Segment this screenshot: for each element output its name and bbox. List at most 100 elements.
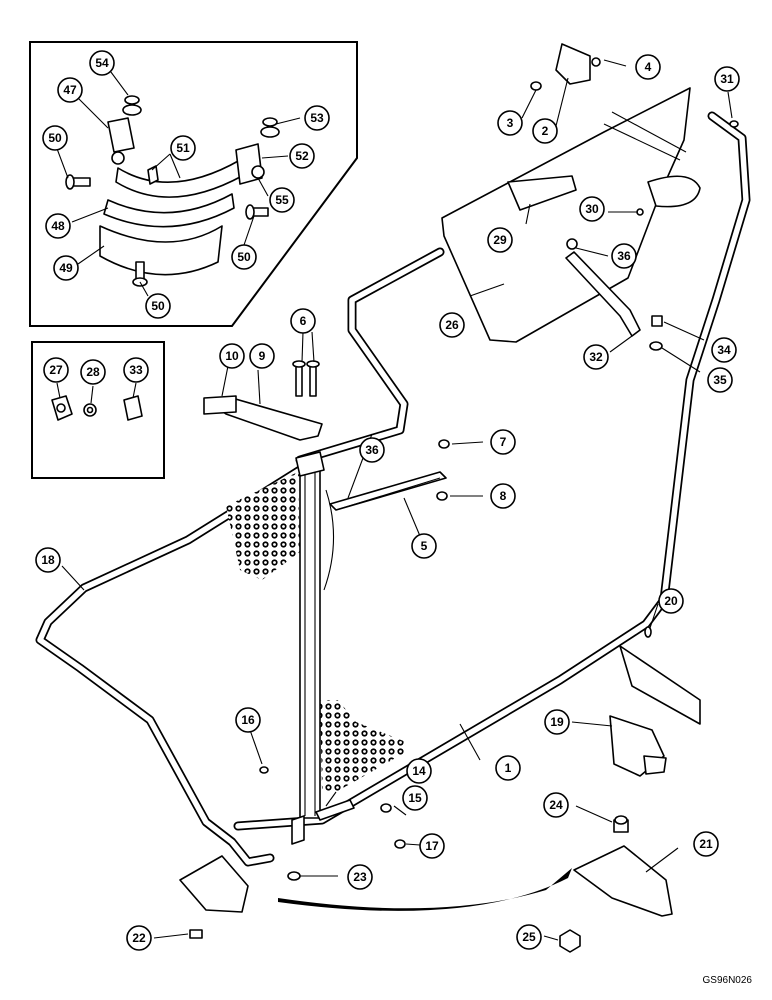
svg-text:19: 19 xyxy=(550,715,564,729)
shield-26 xyxy=(441,87,701,343)
callout-26: 26 xyxy=(439,312,465,338)
callout-30: 30 xyxy=(579,196,605,222)
callout-1: 1 xyxy=(495,755,521,781)
svg-text:17: 17 xyxy=(425,839,439,853)
callout-22: 22 xyxy=(126,925,152,951)
callout-8: 8 xyxy=(490,483,516,509)
svg-text:15: 15 xyxy=(408,791,422,805)
svg-text:9: 9 xyxy=(259,349,266,363)
svg-text:26: 26 xyxy=(445,318,459,332)
svg-text:51: 51 xyxy=(176,141,190,155)
svg-text:22: 22 xyxy=(132,931,146,945)
svg-text:25: 25 xyxy=(522,930,536,944)
svg-text:4: 4 xyxy=(645,60,652,74)
callout-49: 49 xyxy=(53,255,79,281)
svg-text:34: 34 xyxy=(717,343,731,357)
callout-48: 48 xyxy=(45,213,71,239)
plate-21 xyxy=(573,845,673,917)
callout-3: 3 xyxy=(497,110,523,136)
callout-23: 23 xyxy=(347,864,373,890)
svg-text:8: 8 xyxy=(500,489,507,503)
bracket-2 xyxy=(555,43,591,85)
svg-text:50: 50 xyxy=(151,299,165,313)
svg-text:1: 1 xyxy=(505,761,512,775)
callout-14: 14 xyxy=(406,758,432,784)
cable xyxy=(278,868,572,911)
rubber-block-10 xyxy=(203,395,237,415)
svg-text:52: 52 xyxy=(295,149,309,163)
inset-hardware-detail xyxy=(29,41,358,327)
callout-4: 4 xyxy=(635,54,661,80)
svg-text:49: 49 xyxy=(59,261,73,275)
svg-text:53: 53 xyxy=(310,111,324,125)
svg-text:47: 47 xyxy=(63,83,77,97)
callout-18: 18 xyxy=(35,547,61,573)
callout-54: 54 xyxy=(89,50,115,76)
callout-52: 52 xyxy=(289,143,315,169)
svg-text:18: 18 xyxy=(41,553,55,567)
svg-text:23: 23 xyxy=(353,870,367,884)
callout-33: 33 xyxy=(123,357,149,383)
callout-15: 15 xyxy=(402,785,428,811)
svg-text:16: 16 xyxy=(241,713,255,727)
callout-51: 51 xyxy=(170,135,196,161)
callout-50: 50 xyxy=(42,125,68,151)
mesh-screen-lower xyxy=(320,700,406,792)
svg-text:30: 30 xyxy=(585,202,599,216)
callout-5: 5 xyxy=(411,533,437,559)
callout-55: 55 xyxy=(269,187,295,213)
callout-53: 53 xyxy=(304,105,330,131)
center-post xyxy=(291,451,355,845)
svg-text:21: 21 xyxy=(699,837,713,851)
inset-fastener-detail xyxy=(31,341,165,479)
callout-47: 47 xyxy=(57,77,83,103)
callout-50: 50 xyxy=(231,244,257,270)
svg-text:10: 10 xyxy=(225,349,239,363)
svg-text:54: 54 xyxy=(95,56,109,70)
svg-text:50: 50 xyxy=(48,131,62,145)
svg-text:48: 48 xyxy=(51,219,65,233)
callout-36: 36 xyxy=(611,243,637,269)
callout-27: 27 xyxy=(43,357,69,383)
callout-25: 25 xyxy=(516,924,542,950)
svg-text:32: 32 xyxy=(589,350,603,364)
callout-35: 35 xyxy=(707,367,733,393)
bracket-5 xyxy=(329,471,447,511)
loose-hardware xyxy=(189,57,739,953)
svg-text:55: 55 xyxy=(275,193,289,207)
callout-17: 17 xyxy=(419,833,445,859)
svg-text:28: 28 xyxy=(86,365,100,379)
callout-29: 29 xyxy=(487,227,513,253)
svg-text:36: 36 xyxy=(365,443,379,457)
callout-36: 36 xyxy=(359,437,385,463)
hinge-bracket xyxy=(179,855,249,913)
svg-text:2: 2 xyxy=(542,124,549,138)
svg-text:24: 24 xyxy=(549,798,563,812)
callout-50: 50 xyxy=(145,293,171,319)
svg-text:20: 20 xyxy=(664,594,678,608)
callout-9: 9 xyxy=(249,343,275,369)
callout-21: 21 xyxy=(693,831,719,857)
svg-text:35: 35 xyxy=(713,373,727,387)
bolts-6 xyxy=(292,360,320,397)
svg-text:31: 31 xyxy=(720,72,734,86)
callout-7: 7 xyxy=(490,429,516,455)
figure-code-label: GS96N026 xyxy=(702,975,752,986)
callout-19: 19 xyxy=(544,709,570,735)
bracket-32 xyxy=(565,251,641,337)
callout-34: 34 xyxy=(711,337,737,363)
svg-text:50: 50 xyxy=(237,250,251,264)
guard-tube-frame xyxy=(35,111,751,867)
svg-text:33: 33 xyxy=(129,363,143,377)
callout-10: 10 xyxy=(219,343,245,369)
svg-text:6: 6 xyxy=(300,314,307,328)
svg-text:36: 36 xyxy=(617,249,631,263)
callout-31: 31 xyxy=(714,66,740,92)
callout-28: 28 xyxy=(80,359,106,385)
svg-text:27: 27 xyxy=(49,363,63,377)
callout-16: 16 xyxy=(235,707,261,733)
leader-lines xyxy=(61,59,733,941)
callout-2: 2 xyxy=(532,118,558,144)
mesh-screen-upper xyxy=(226,472,300,580)
